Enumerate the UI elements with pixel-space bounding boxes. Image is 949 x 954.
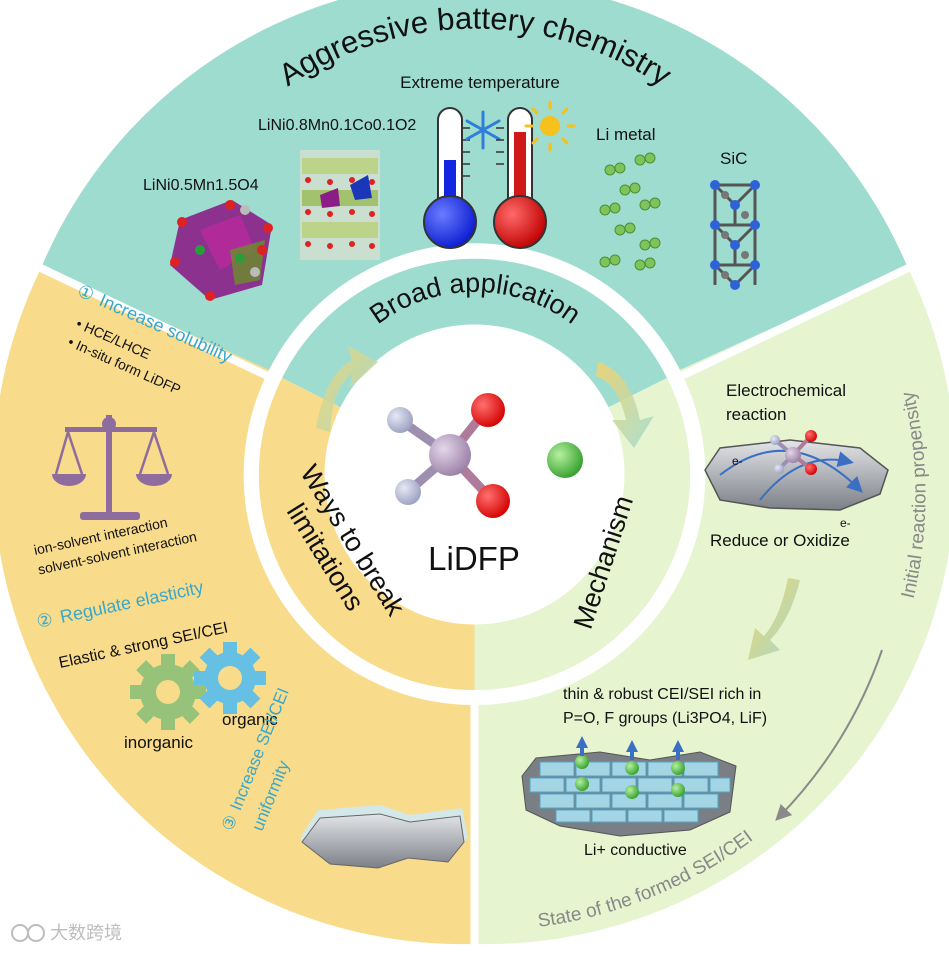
inorganic-label: inorganic: [124, 733, 193, 752]
cei-label-1: thin & robust CEI/SEI rich in: [563, 686, 761, 703]
reduce-oxidize-label: Reduce or Oxidize: [710, 531, 850, 550]
sic-label: SiC: [720, 149, 747, 168]
electrochem-label-2: reaction: [726, 405, 786, 424]
li-metal-label: Li metal: [596, 125, 656, 144]
ncm-crystal-icon: [300, 150, 380, 260]
center-label: LiDFP: [428, 540, 520, 577]
inorganic-gear-icon: [130, 654, 206, 730]
electrochem-label-1: Electrochemical: [726, 381, 846, 400]
electron-label-2: e-: [840, 516, 851, 530]
watermark: 大数跨境: [12, 923, 122, 943]
extreme-temp-label: Extreme temperature: [400, 73, 560, 92]
uniform-sei-slab-icon: [300, 805, 468, 868]
lnmo-label: LiNi0.5Mn1.5O4: [143, 177, 259, 194]
ncm-label: LiNi0.8Mn0.1Co0.1O2: [258, 117, 416, 134]
cei-label-2: P=O, F groups (Li3PO4, LiF): [563, 710, 767, 727]
watermark-text: 大数跨境: [50, 923, 122, 943]
organic-gear-icon: [194, 642, 266, 714]
li-conductive-label: Li+ conductive: [584, 842, 687, 859]
electron-label-1: e-: [732, 454, 743, 468]
